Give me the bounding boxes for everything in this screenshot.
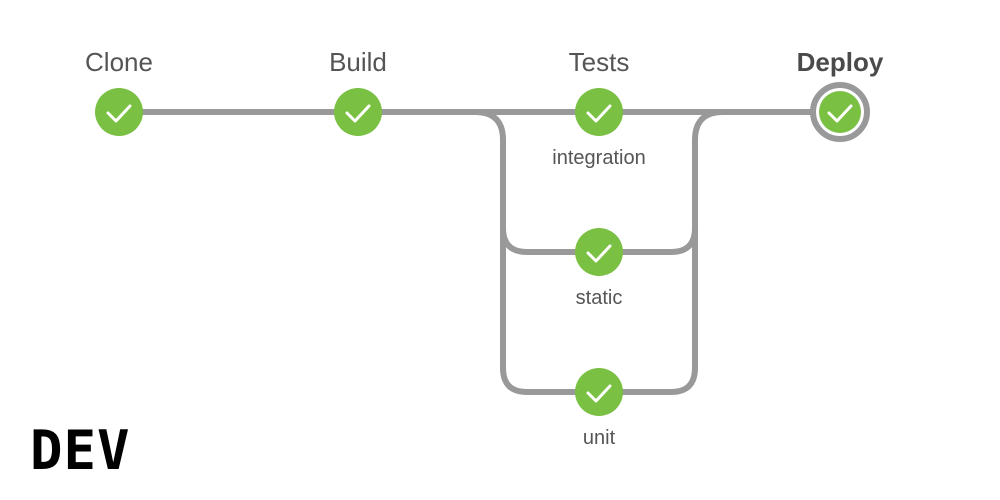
branch-integration[interactable]: integration xyxy=(552,147,645,169)
dev-logo: DEV xyxy=(30,419,131,482)
check-icon xyxy=(586,104,612,123)
connector-fork-unit xyxy=(500,225,602,395)
connector-fork-static xyxy=(472,109,602,255)
stage-deploy[interactable]: Deploy xyxy=(797,47,884,142)
status-success-node xyxy=(334,88,382,136)
stage-label-build: Build xyxy=(329,47,387,77)
status-success-node xyxy=(95,88,143,136)
stage-tests[interactable]: Tests xyxy=(569,47,630,136)
stage-clone[interactable]: Clone xyxy=(85,47,153,136)
status-success-node xyxy=(575,228,623,276)
check-icon xyxy=(586,244,612,263)
stage-build[interactable]: Build xyxy=(329,47,387,136)
branch-label-static: static xyxy=(576,287,623,309)
status-success-node xyxy=(575,368,623,416)
branch-unit[interactable]: unit xyxy=(575,368,623,449)
stage-label-clone: Clone xyxy=(85,47,153,77)
branch-static[interactable]: static xyxy=(575,228,623,309)
stage-label-deploy: Deploy xyxy=(797,47,884,77)
status-success-node xyxy=(819,91,861,133)
connector-join-unit xyxy=(596,225,698,395)
branch-label-unit: unit xyxy=(583,427,616,449)
branch-label-integration: integration xyxy=(552,147,645,169)
stage-label-tests: Tests xyxy=(569,47,630,77)
check-icon xyxy=(106,104,132,123)
check-icon xyxy=(586,384,612,403)
pipeline-connectors xyxy=(116,109,843,395)
check-icon xyxy=(345,104,371,123)
status-success-node xyxy=(575,88,623,136)
check-icon xyxy=(827,104,853,123)
connector-join-static xyxy=(596,109,726,255)
